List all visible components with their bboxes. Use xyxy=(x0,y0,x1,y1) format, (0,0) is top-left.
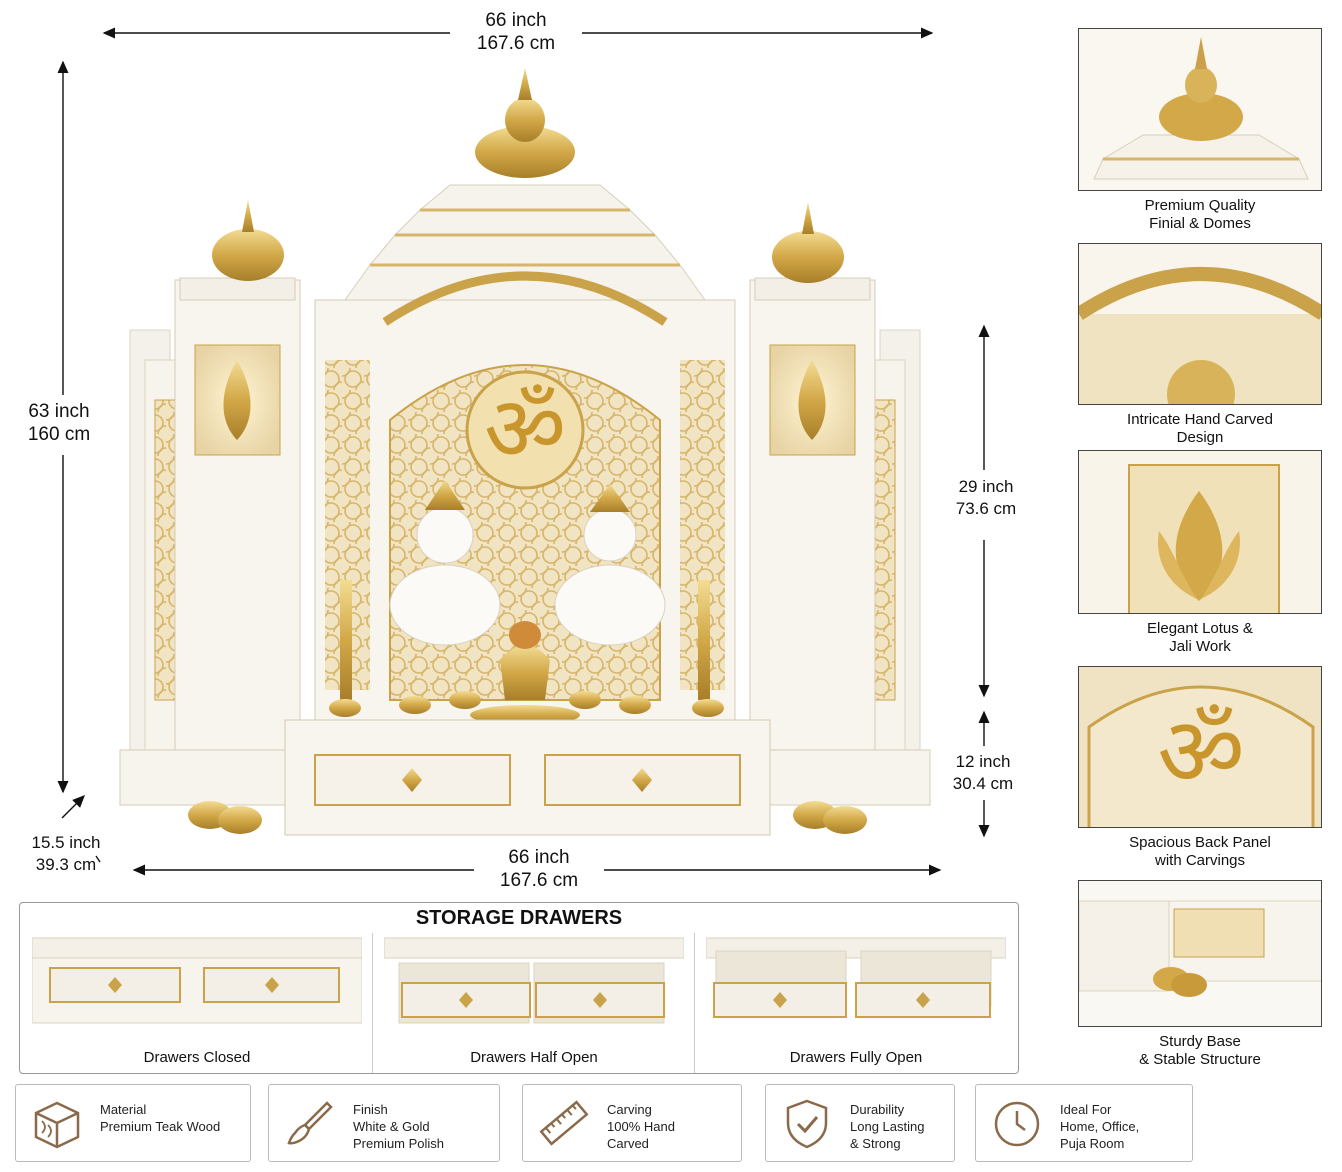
storage-drawers-panel: STORAGE DRAWERS Drawers Closed Drawers H… xyxy=(19,902,1019,1074)
svg-text:ॐ: ॐ xyxy=(1157,696,1245,808)
ruler-icon xyxy=(539,1100,589,1146)
clock-icon xyxy=(994,1101,1040,1147)
paint-brush-icon xyxy=(287,1101,333,1145)
feature-sturdy-base: Sturdy Base& Stable Structure xyxy=(1078,880,1322,1069)
hand-carved-image xyxy=(1078,243,1322,405)
storage-drawers-title: STORAGE DRAWERS xyxy=(415,907,623,929)
wood-block-icon xyxy=(34,1101,80,1149)
drawers-closed-label: Drawers Closed xyxy=(143,1049,251,1066)
product-image: ॐ xyxy=(119,68,931,836)
back-panel-image: ॐ xyxy=(1078,666,1322,828)
drawers-fully-open-image xyxy=(706,937,1006,1018)
finial-domes-image xyxy=(1078,28,1322,191)
drawers-half-open-label: Drawers Half Open xyxy=(470,1049,598,1066)
drawers-half-open-image xyxy=(384,937,684,1024)
sturdy-base-image xyxy=(1078,880,1322,1027)
feature-lotus-jali: Elegant Lotus &Jali Work xyxy=(1078,450,1322,656)
svg-text:ॐ: ॐ xyxy=(484,377,566,482)
drawers-fully-open-label: Drawers Fully Open xyxy=(789,1049,923,1066)
drawers-closed-image xyxy=(32,937,362,1024)
lotus-jali-image xyxy=(1078,450,1322,614)
shield-check-icon xyxy=(786,1099,828,1149)
